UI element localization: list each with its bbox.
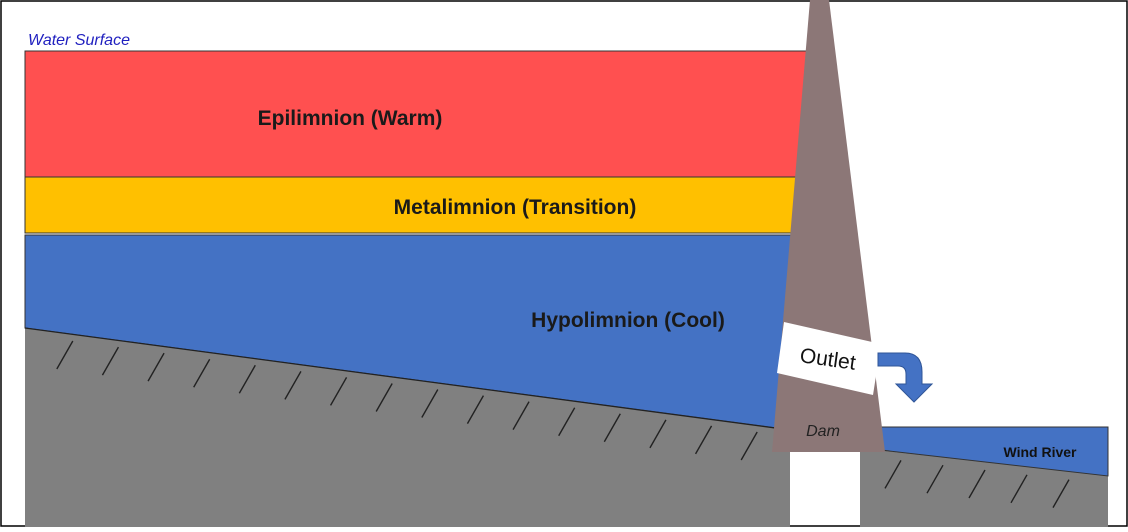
hatch-mark	[193, 358, 211, 388]
hatch-mark	[375, 383, 393, 412]
hatch-mark	[694, 425, 713, 455]
hatch-mark	[466, 395, 485, 424]
hatch-mark	[1010, 474, 1028, 504]
river-ground	[860, 448, 1108, 527]
hatch-mark	[884, 460, 902, 489]
wind-river-label: Wind River	[1004, 444, 1078, 460]
bed-hatch-marks	[56, 340, 758, 461]
hatch-mark	[56, 340, 74, 370]
hatch-mark	[284, 370, 302, 400]
hatch-mark	[926, 464, 944, 494]
hatch-mark	[740, 431, 758, 461]
water-surface-label: Water Surface	[28, 32, 130, 49]
metalimnion-layer	[24, 176, 806, 234]
hatch-mark	[603, 413, 621, 443]
reservoir-ground	[25, 328, 790, 527]
dam-label: Dam	[806, 423, 840, 440]
hatch-mark	[512, 401, 530, 431]
hatch-mark	[101, 346, 120, 376]
hatch-mark	[558, 407, 576, 437]
hatch-mark	[968, 469, 986, 499]
outlet-box	[777, 322, 881, 395]
hatch-mark	[649, 419, 667, 449]
reservoir-bed-line	[24, 327, 791, 431]
hypolimnion-label: Hypolimnion (Cool)	[531, 309, 725, 332]
hatch-mark	[421, 389, 439, 418]
hatch-mark	[1052, 479, 1070, 508]
hatch-mark	[147, 352, 165, 382]
hatch-mark	[329, 377, 348, 406]
river-hatch-marks	[884, 460, 1070, 508]
epilimnion-label: Epilimnion (Warm)	[258, 107, 443, 130]
outlet-flow-arrow-icon	[877, 352, 934, 403]
epilimnion-layer	[24, 50, 816, 178]
metalimnion-label: Metalimnion (Transition)	[394, 196, 637, 219]
hatch-mark	[238, 364, 256, 394]
